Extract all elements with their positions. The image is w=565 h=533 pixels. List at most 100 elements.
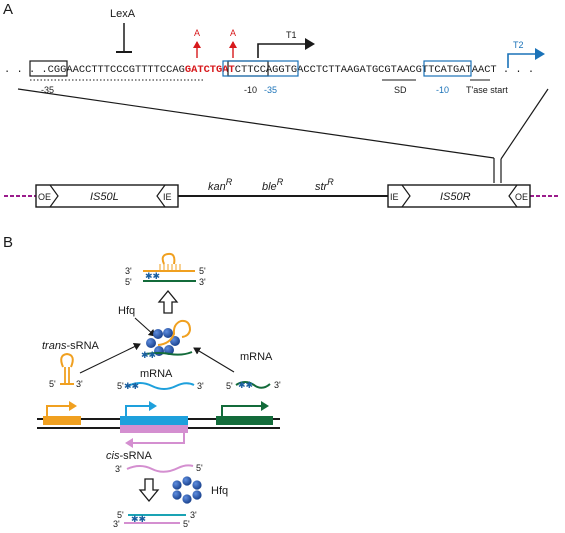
zoom-line-right: [500, 88, 549, 160]
annot-sd: SD: [394, 85, 407, 95]
top-srna-5prime: 5': [199, 266, 206, 276]
annot-minus35-blue: -35: [264, 85, 277, 95]
top-srna-loop: [161, 252, 176, 265]
panel-b-label: B: [3, 234, 13, 251]
lexa-label: LexA: [110, 8, 136, 20]
mrna-to-complex-arrow: [193, 347, 235, 373]
panel-a-label: A: [3, 1, 13, 18]
cis-srna-gene-box: [120, 425, 188, 433]
seq-spacer: CTTTCCCGTTTTCCAG: [85, 64, 185, 76]
genome-locus: [37, 401, 280, 448]
oe-left-label: OE: [38, 192, 51, 202]
srna-gene-arrowhead: [69, 401, 77, 411]
seq-red-mutation: GATCTGAT: [185, 64, 235, 76]
is50r-label: IS50R: [440, 191, 471, 203]
trans-srna-label: trans-sRNA: [42, 340, 100, 352]
top-duplex-stars: ✱✱: [145, 271, 160, 281]
top-srna-3prime: 3': [125, 266, 132, 276]
seq-lead: . . . .: [4, 64, 48, 76]
mrna-right-strand: [235, 381, 271, 389]
srna-gene-promoter: [46, 405, 70, 416]
seq-minus35-box: CGGAAC: [48, 64, 85, 76]
t1-label: T1: [286, 30, 297, 40]
mrna-right-5prime: 5': [226, 381, 233, 391]
top-mrna-3prime: 3': [199, 277, 206, 287]
cis-srna-3prime: 3': [115, 464, 122, 474]
annot-minus10-black: -10: [244, 85, 257, 95]
oe-right-label: OE: [515, 192, 528, 202]
bottom-cis-5prime: 5': [183, 519, 190, 529]
trans-srna-5prime: 5': [49, 379, 56, 389]
seq-middle: GGTGACCTCTTAAGATGC: [272, 64, 384, 76]
seq-tail: TCATGATAACT . . .: [428, 64, 534, 76]
mrna-gene-arrowhead: [149, 401, 157, 411]
hfq-subunit: [182, 494, 192, 504]
hfq-label: Hfq: [118, 305, 135, 317]
srna-gene-box: [43, 416, 81, 425]
target-gene-promoter: [221, 405, 262, 416]
bottom-stars: ✱✱: [131, 514, 146, 524]
top-srna-stem: [159, 264, 181, 271]
center-mrna: [144, 351, 193, 356]
ie-right-chevron: [401, 184, 411, 208]
zoom-line-left: [17, 88, 495, 159]
blue-minus10-box: [423, 60, 472, 77]
mutation-a-left: A: [194, 28, 200, 38]
cis-srna-5prime: 5': [196, 463, 203, 473]
mrna-middle-label: mRNA: [140, 368, 173, 380]
oe-left-chevron: [49, 184, 59, 208]
hollow-arrow-up: [157, 289, 179, 314]
hfq-subunit: [146, 338, 156, 348]
bottom-cis-3prime: 3': [113, 519, 120, 529]
is50l-element: [35, 184, 179, 208]
center-stars: ✱✱: [141, 350, 156, 360]
is50l-label: IS50L: [90, 191, 119, 203]
bottom-mrna-5prime: 5': [117, 510, 124, 520]
seq-blue-minus10: GTAACGT: [384, 64, 428, 76]
hfq-subunit: [172, 490, 182, 500]
t1-promoter-arrow: [257, 43, 306, 58]
hfq-subunit: [182, 476, 192, 486]
trans-to-complex-arrow: [79, 343, 141, 374]
hfq-complex-center: ✱✱: [141, 319, 193, 360]
mrna-gene-box: [120, 416, 188, 425]
mrna-middle-stars: ✱✱: [124, 381, 139, 391]
t2-promoter-arrow: [507, 53, 536, 68]
hfq-subunit: [153, 329, 163, 339]
hollow-arrow-down: [138, 478, 160, 503]
annot-minus35-black: -35: [41, 85, 54, 95]
ie-left-label: IE: [163, 192, 172, 202]
target-gene-arrowhead: [261, 401, 269, 411]
hfq-subunit: [163, 328, 173, 338]
mutation-a-right: A: [230, 28, 236, 38]
trans-srna-stem: [64, 367, 70, 383]
cis-srna-strand: [126, 464, 194, 473]
hfq-subunit: [192, 480, 202, 490]
hfq-subunit: [192, 490, 202, 500]
mrna-middle-3prime: 3': [197, 381, 204, 391]
hfq-pointer: [134, 317, 156, 337]
mrna-right-label: mRNA: [240, 351, 273, 363]
target-gene-box: [216, 416, 273, 425]
t2-label: T2: [513, 40, 524, 50]
cis-srna-label: cis-sRNA: [106, 450, 153, 462]
ble-label: bleR: [262, 177, 284, 193]
kan-label: kanR: [208, 177, 233, 193]
mrna-gene-promoter: [125, 405, 150, 416]
mrna-middle-5prime: 5': [117, 381, 124, 391]
ie-left-chevron: [156, 184, 166, 208]
seq-blue-minus35: CTTCCA: [235, 64, 273, 76]
cis-srna-gene-promoter: [132, 433, 185, 444]
mrna-middle-strand: [127, 382, 195, 390]
cis-srna-gene-arrowhead: [125, 438, 133, 448]
bottom-mrna-3prime: 3': [190, 510, 197, 520]
hfq-subunit: [172, 480, 182, 490]
mrna-right-3prime: 3': [274, 380, 281, 390]
str-label: strR: [315, 177, 334, 193]
top-duplex: ✱✱ 3' 5' 5' 3': [125, 252, 206, 287]
ie-right-label: IE: [390, 192, 399, 202]
t2-arrow-head: [535, 48, 545, 60]
annot-tase-start: T'ase start: [466, 85, 508, 95]
minus35-box: [29, 60, 68, 77]
